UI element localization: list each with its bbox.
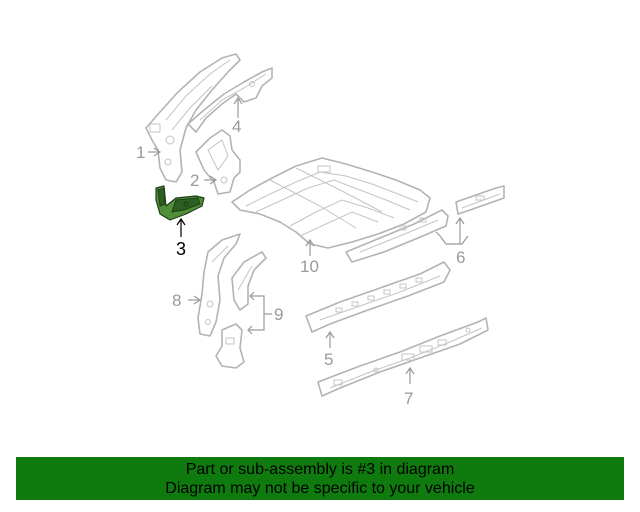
callout-1: 1 [136,143,145,162]
leader-9 [248,295,265,331]
part-2-lower-pillar[interactable] [195,129,241,195]
leader-6 [439,235,469,245]
part-9-pillar-inner[interactable] [215,251,267,369]
banner-line-1: Part or sub-assembly is #3 in diagram [185,461,455,478]
callout-2: 2 [190,171,199,190]
part-7-rocker-outer[interactable] [317,317,489,397]
callout-8: 8 [172,291,181,310]
parts-diagram: 1 2 3 4 5 6 7 8 9 10 [136,53,505,408]
part-10-floor-pan[interactable] [231,157,431,249]
callout-6: 6 [456,248,465,267]
part-8-pillar-outer[interactable] [197,233,241,337]
callout-5: 5 [324,350,333,369]
callout-10: 10 [300,257,319,276]
part-6-rail[interactable] [345,185,505,263]
info-banner: Part or sub-assembly is #3 in diagram Di… [16,457,624,500]
part-3-highlighted-bracket[interactable] [155,185,205,221]
callout-3: 3 [176,239,186,259]
part-4-pillar-reinforcement[interactable] [187,67,273,133]
callout-4: 4 [232,117,241,136]
callout-7: 7 [404,389,413,408]
banner-line-2: Diagram may not be specific to your vehi… [165,480,475,497]
part-5-rocker[interactable] [305,261,451,333]
callout-9: 9 [274,305,283,324]
part-1-hinge-pillar[interactable] [145,53,241,183]
